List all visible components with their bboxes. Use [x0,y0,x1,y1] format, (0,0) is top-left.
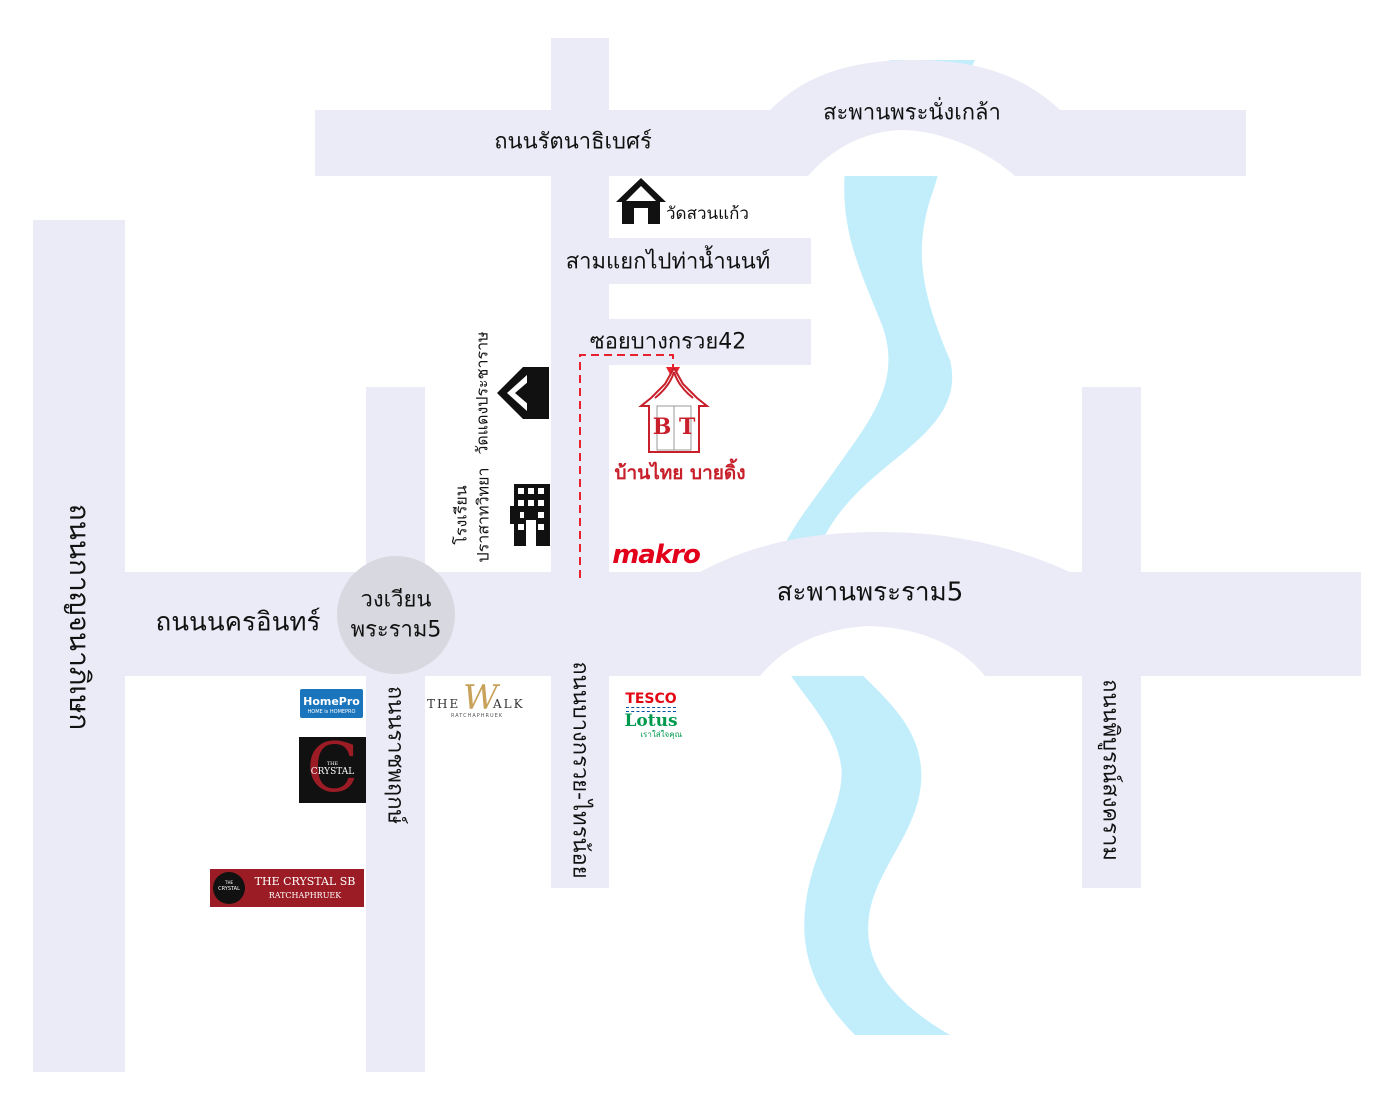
temple-icon [616,178,666,224]
crystal-c-mark: C [306,737,359,803]
makro-logo[interactable]: makro [612,540,701,570]
label-kanchanaphisek: ถนนกาญจนาภิเษก [63,503,96,731]
bridge-phra-nang-klao-cut [808,130,1015,176]
label-rama5-bridge: สะพานพระราม5 [776,577,964,608]
river-shape [768,60,975,1035]
road-bang-kruai-north [551,38,609,888]
tesco-stripes [626,707,676,712]
label-ratchaphruek: ถนนราชพฤกษ์ [382,685,408,825]
walk-the: THE [427,697,461,711]
lotus-wordmark: Lotus [624,711,678,731]
homepro-tagline: HOME is HOMEPRO [307,709,356,715]
lotus-tagline: เราใส่ใจคุณ [640,730,682,739]
homepro-wordmark: HomePro [303,695,360,708]
crystal-sb-sub: RATCHAPHRUEK [268,891,342,900]
the-crystal-sb-logo[interactable]: THE CRYSTAL THE CRYSTAL SB RATCHAPHRUEK [210,869,364,907]
road-soi-42 [551,319,811,365]
homepro-logo[interactable]: HomePro HOME is HOMEPRO [300,689,363,718]
label-banthai-building: บ้านไทย บายดิ้ง [614,462,746,484]
label-phibun-songkhram: ถนนพิบูรณ์สงคราม [1097,679,1123,861]
label-tha-nam-junction: สามแยกไปท่าน้ำนนท์ [565,249,771,275]
route-dashed-line [579,354,674,578]
label-phra-nang-klao-bridge: สะพานพระนั่งเกล้า [823,100,1001,126]
roundabout-label-line1: วงเวียน [360,587,432,613]
label-bang-kruai-sai-noi: ถนนบางกรวย-ไทรน้อย [567,661,593,879]
walk-w: W [463,678,498,718]
the-crystal-logo[interactable]: C THE CRYSTAL [299,737,366,803]
roundabout-label-line2: พระราม5 [350,617,442,643]
bridge-phra-nang-klao-top [770,60,1060,110]
crystal-sb-name: THE CRYSTAL SB [254,875,356,888]
bridge-rama5-bottom-cut [760,626,985,676]
road-rattanathibet [315,110,1246,176]
road-tha-nam-branch [551,238,811,284]
crystal-sb-mini-the: THE [225,880,233,885]
label-nakhon-in: ถนนนครอินทร์ [155,607,321,638]
label-wat-suan-kaew: วัดสวนแก้ว [666,204,749,224]
crystal-sb-mini-name: CRYSTAL [218,886,240,892]
school-building-icon [510,484,550,546]
tesco-lotus-logo[interactable]: TESCO Lotus เราใส่ใจคุณ [620,692,682,740]
label-wat-daeng: วัดแดงประชาราษ [472,331,492,455]
crystal-sb-mini-mark [213,872,245,904]
bridge-rama5-top [700,532,1070,572]
road-ratchaphruek [366,387,425,1072]
walk-sub: RATCHAPHRUEK [451,713,504,719]
tesco-wordmark: TESCO [625,691,677,707]
the-walk-logo[interactable]: THE W ALK RATCHAPHRUEK [427,678,525,722]
road-phibun-songkhram [1082,387,1141,888]
banthai-logo-letters: B T [652,414,696,440]
temple-icon [497,367,549,419]
walk-alk: ALK [493,697,525,711]
label-rattanathibet: ถนนรัตนาธิเบศร์ [494,129,652,155]
crystal-the: THE [326,761,339,767]
crystal-name: CRYSTAL [310,767,355,777]
banthai-building-logo[interactable] [637,368,711,454]
roundabout-rama5 [337,556,455,674]
label-school-line2: ปราสาทวิทยา [473,467,493,563]
label-soi-42: ซอยบางกรวย42 [589,329,747,355]
